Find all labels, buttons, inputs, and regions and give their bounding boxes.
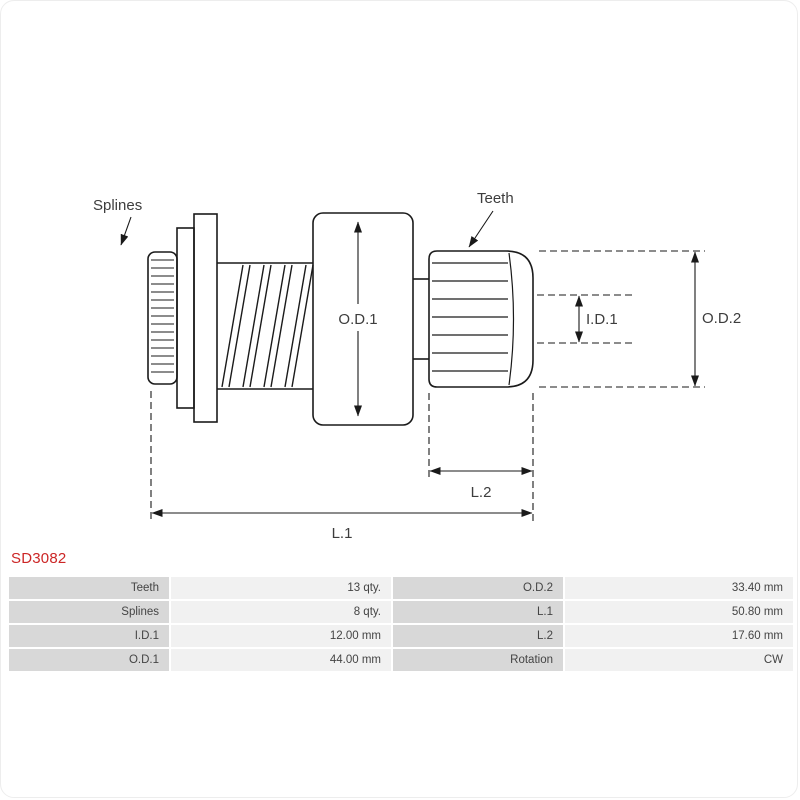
part-number: SD3082	[11, 550, 67, 567]
spec-value: 33.40 mm	[565, 577, 793, 599]
extension-lines	[150, 250, 705, 521]
label-teeth: Teeth	[477, 190, 514, 207]
technical-drawing-area: Splines Teeth O.D.1 I.D.1 O.D.2 L.2 L.1	[1, 1, 797, 546]
spec-label: O.D.2	[393, 577, 563, 599]
spec-table: Teeth 13 qty. O.D.2 33.40 mm Splines 8 q…	[9, 577, 793, 671]
spec-label: Teeth	[9, 577, 169, 599]
od1-label-backing	[334, 304, 382, 331]
spring-coils	[221, 264, 314, 388]
spec-value: 17.60 mm	[565, 625, 793, 647]
spec-label: L.1	[393, 601, 563, 623]
label-id1: I.D.1	[586, 311, 618, 328]
technical-drawing: Splines Teeth O.D.1 I.D.1 O.D.2 L.2 L.1	[93, 190, 741, 542]
teeth-leader-arrow	[468, 210, 494, 248]
spec-value: 13 qty.	[171, 577, 391, 599]
label-od2: O.D.2	[702, 310, 741, 327]
splines-leader-arrow	[120, 216, 132, 246]
spec-label: O.D.1	[9, 649, 169, 671]
spec-value: 12.00 mm	[171, 625, 391, 647]
flange-small	[176, 227, 195, 409]
spec-value: 44.00 mm	[171, 649, 391, 671]
spec-label: L.2	[393, 625, 563, 647]
starter-drive-body	[147, 212, 534, 426]
pinion-teeth-lines	[432, 262, 508, 372]
spec-value: CW	[565, 649, 793, 671]
label-l1: L.1	[332, 525, 353, 542]
clutch-housing	[312, 212, 414, 426]
neck-section	[413, 278, 429, 360]
spec-value: 8 qty.	[171, 601, 391, 623]
spec-label: Splines	[9, 601, 169, 623]
pinion-chamfer-line	[508, 252, 515, 386]
label-splines: Splines	[93, 197, 142, 214]
flange-large	[193, 213, 218, 423]
spec-label: Rotation	[393, 649, 563, 671]
label-od1: O.D.1	[338, 311, 377, 328]
spec-value: 50.80 mm	[565, 601, 793, 623]
pinion-outline	[428, 250, 534, 388]
label-l2: L.2	[471, 484, 492, 501]
spec-label: I.D.1	[9, 625, 169, 647]
spline-ridges	[151, 259, 174, 373]
shaft-with-spring	[217, 262, 314, 390]
